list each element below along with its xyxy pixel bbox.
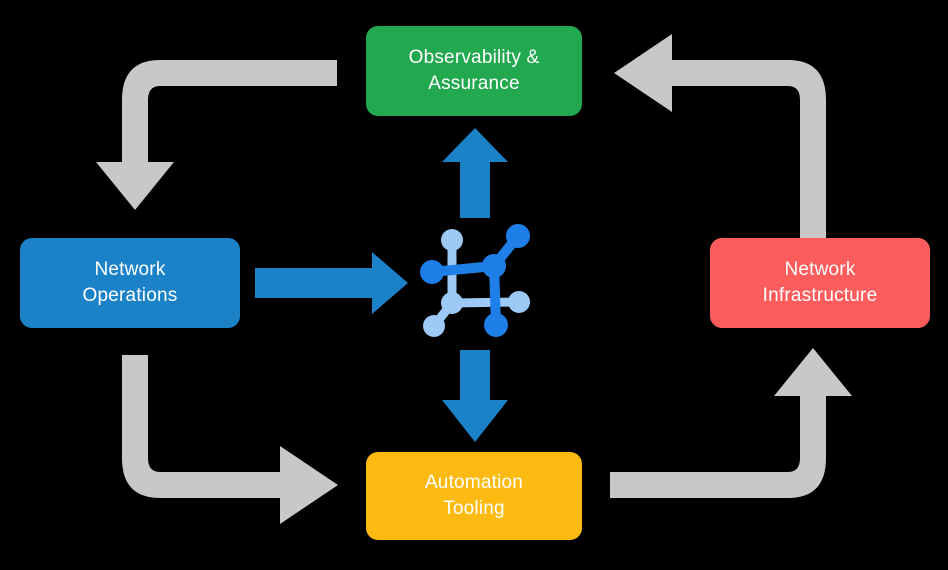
node-label-observability: Observability & Assurance bbox=[408, 47, 540, 94]
blue-arrow-operations-to-center bbox=[255, 252, 408, 314]
network-topology-icon bbox=[420, 224, 530, 337]
icon-node-center-dark bbox=[482, 254, 506, 278]
node-label-network-infrastructure: Network Infrastructure bbox=[762, 259, 878, 306]
blue-arrow-center-to-observability bbox=[442, 128, 508, 218]
blue-arrow-center-to-automation bbox=[442, 350, 508, 442]
node-box-observability[interactable]: Observability & Assurance bbox=[366, 26, 582, 116]
node-box-network-infrastructure[interactable]: Network Infrastructure bbox=[710, 238, 930, 328]
icon-node-bottomleft-light bbox=[423, 315, 445, 337]
gray-arrow-automation-to-infrastructure bbox=[610, 348, 852, 498]
icon-node-left-dark bbox=[420, 260, 444, 284]
icon-node-topright-dark bbox=[506, 224, 530, 248]
node-box-network-operations[interactable]: Network Operations bbox=[20, 238, 240, 328]
gray-arrow-observability-to-operations bbox=[96, 60, 337, 210]
icon-node-right-light bbox=[508, 291, 530, 313]
icon-node-bottom-dark bbox=[484, 313, 508, 337]
gray-arrow-operations-to-automation bbox=[122, 355, 338, 524]
node-label-automation-tooling: Automation Tooling bbox=[424, 472, 524, 519]
icon-node-midleft-light bbox=[441, 292, 463, 314]
icon-nodes-primary bbox=[420, 224, 530, 337]
icon-nodes-secondary bbox=[423, 229, 530, 337]
node-box-automation-tooling[interactable]: Automation Tooling bbox=[366, 452, 582, 540]
gray-arrow-infrastructure-to-observability bbox=[614, 34, 826, 238]
icon-node-top-light bbox=[441, 229, 463, 251]
node-label-network-operations: Network Operations bbox=[82, 259, 178, 306]
